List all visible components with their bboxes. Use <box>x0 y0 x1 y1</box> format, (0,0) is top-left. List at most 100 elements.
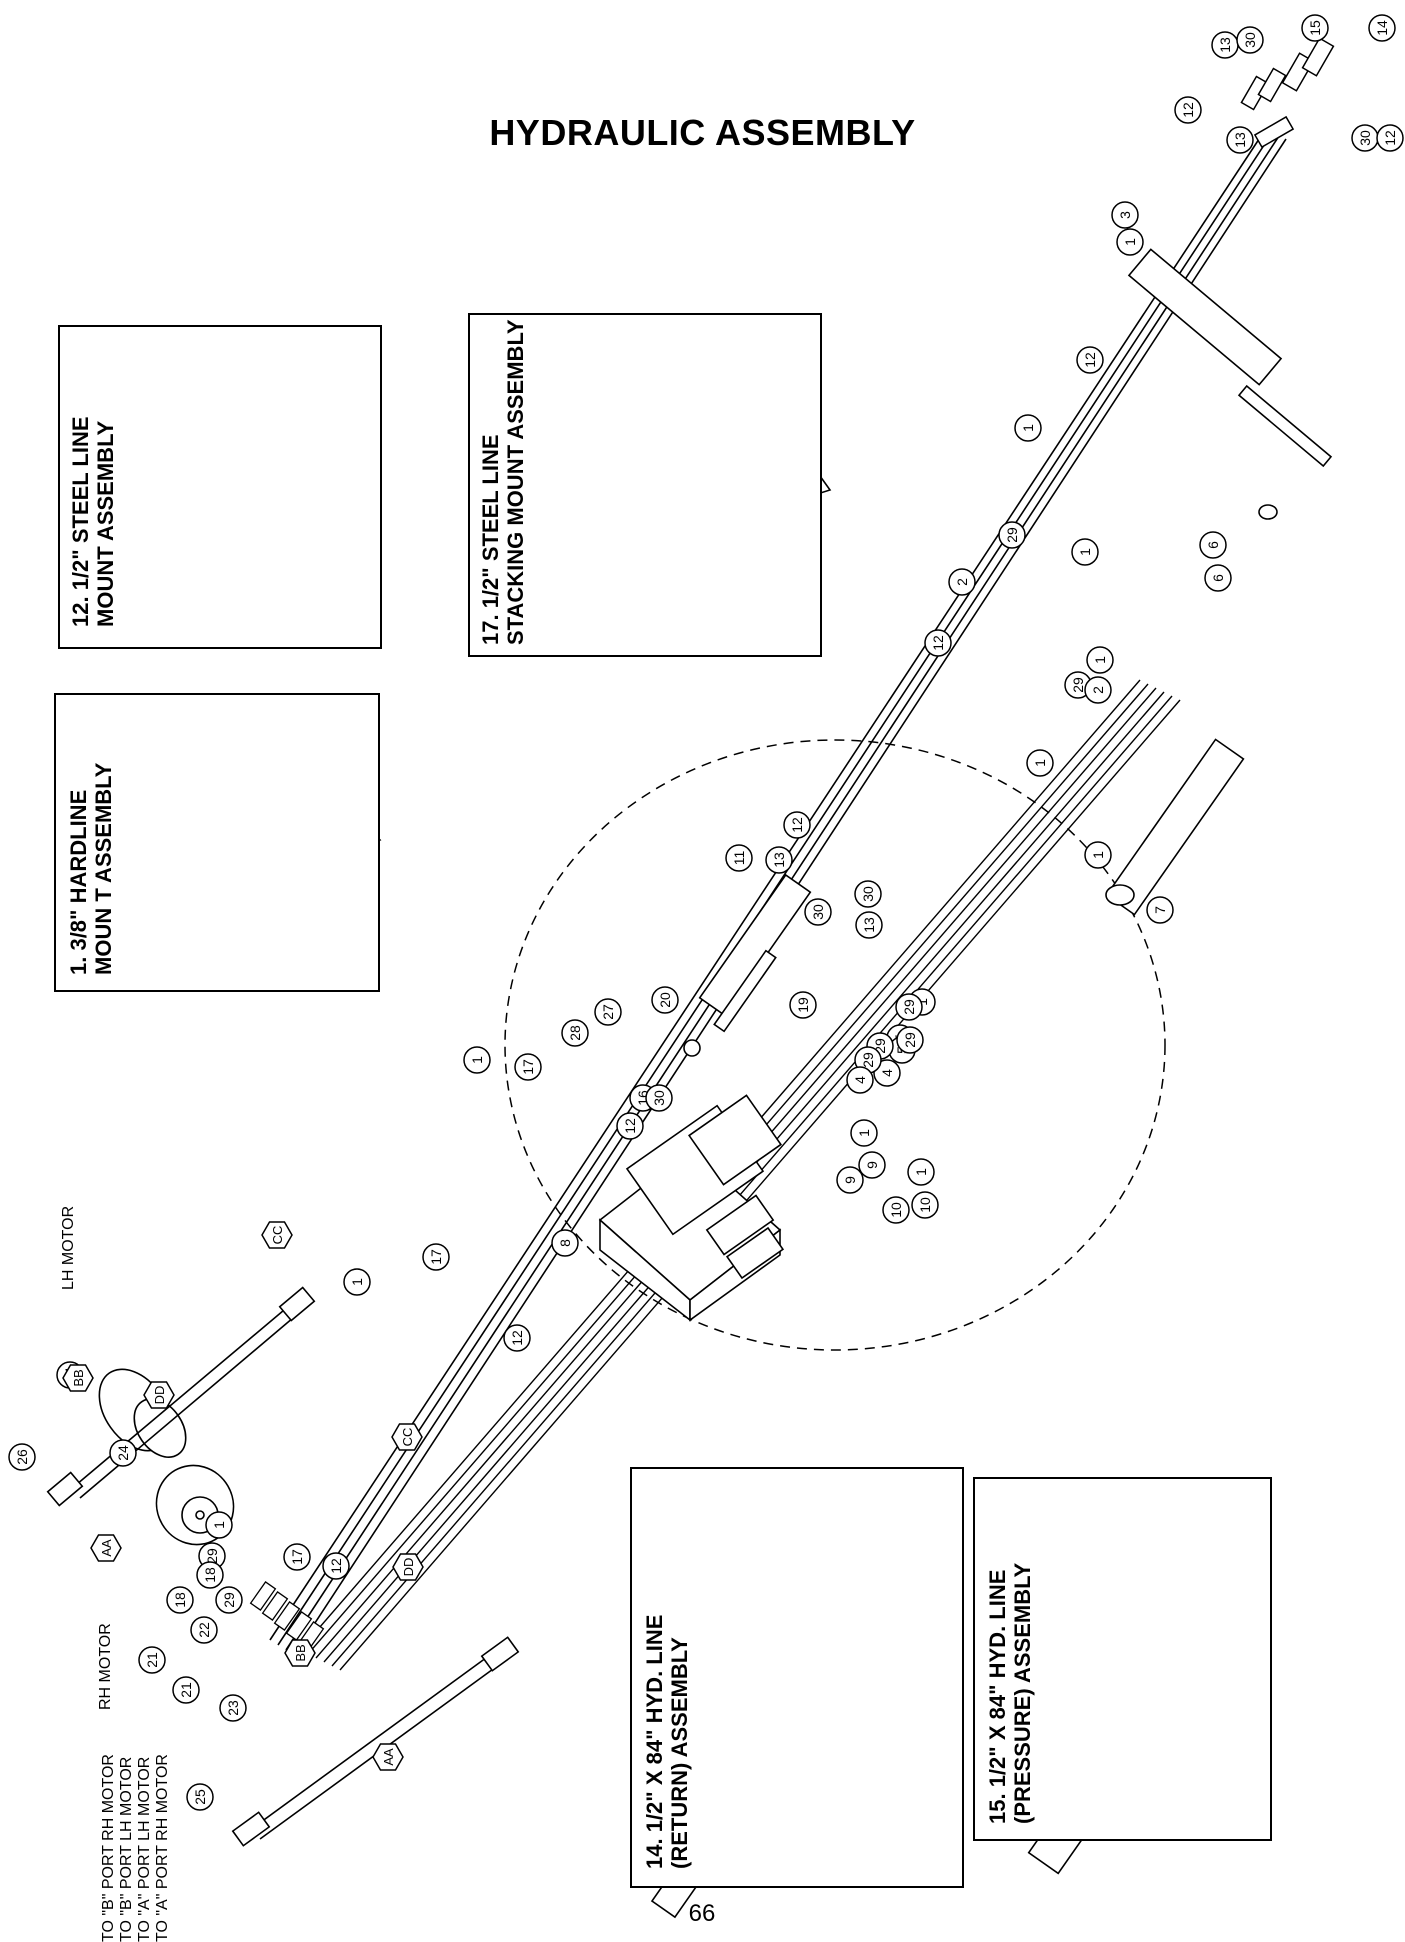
callout-circle <box>854 880 882 908</box>
callout-circle <box>343 1268 371 1296</box>
inset-hardline-mount-title: 1. 3/8" HARDLINE MOUN T ASSEMBLY <box>66 763 116 975</box>
part-callout: 22 <box>190 1616 218 1644</box>
callout-circle <box>789 991 817 1019</box>
hex-label: CC <box>400 1428 415 1447</box>
part-callout: 12 <box>924 629 952 657</box>
part-callout: 1 <box>907 1158 935 1186</box>
callout-number: 14 <box>1374 20 1390 36</box>
lh-motor-hoses <box>46 1286 316 1507</box>
bottom-fittings <box>249 1581 325 1651</box>
part-callout: 4 <box>846 1066 874 1094</box>
callout-circle <box>166 1586 194 1614</box>
callout-number: 13 <box>1217 37 1233 53</box>
part-callout: 17 <box>283 1543 311 1571</box>
callout-circle <box>1146 896 1174 924</box>
callout-number: 20 <box>657 992 673 1008</box>
port-label-b-rh: TO "B" PORT RH MOTOR <box>100 1754 117 1942</box>
part-callout: 23 <box>219 1694 247 1722</box>
callout-number: 12 <box>1382 130 1398 146</box>
callout-number: 30 <box>1242 32 1258 48</box>
part-callout: 21 <box>172 1676 200 1704</box>
callout-circle <box>998 521 1026 549</box>
callout-number: 29 <box>221 1592 237 1608</box>
inset-line-1: 1. 3/8" HARDLINE <box>66 789 91 975</box>
part-callout: 7 <box>1146 896 1174 924</box>
part-callout: 11 <box>725 844 753 872</box>
callout-number: 1 <box>1092 656 1108 664</box>
inset-line-2: (RETURN) ASSEMBLY <box>667 1637 692 1869</box>
callout-number: 1 <box>856 1129 872 1137</box>
part-callout: 25 <box>186 1783 214 1811</box>
callout-circle <box>283 1543 311 1571</box>
callout-number: 24 <box>115 1445 131 1461</box>
callout-circle <box>1174 96 1202 124</box>
hex-label: AA <box>99 1539 114 1557</box>
inset-hardline-mount: 1. 3/8" HARDLINE MOUN T ASSEMBLY <box>54 693 380 992</box>
inset-line-1: 15. 1/2" X 84" HYD. LINE <box>985 1569 1010 1824</box>
callout-circle <box>1076 346 1104 374</box>
part-callout: 20 <box>651 986 679 1014</box>
callout-number: 1 <box>914 998 930 1006</box>
page-title: HYDRAULIC ASSEMBLY <box>489 112 916 153</box>
part-callout: 1 <box>463 1046 491 1074</box>
part-callout: 2 <box>1084 676 1112 704</box>
callout-number: 19 <box>795 997 811 1013</box>
part-callout: 19 <box>789 991 817 1019</box>
callout-circle <box>783 811 811 839</box>
lh-motor-label: LH MOTOR <box>60 1205 77 1290</box>
hex-shape <box>143 1381 175 1409</box>
part-callout: 1 <box>343 1268 371 1296</box>
callout-number: 13 <box>771 852 787 868</box>
callout-number: 29 <box>1004 527 1020 543</box>
part-callout: 12 <box>616 1112 644 1140</box>
callout-number: 17 <box>289 1549 305 1565</box>
hex-shape <box>392 1553 424 1581</box>
callout-circle <box>1301 14 1329 42</box>
part-callout: 1 <box>1014 414 1042 442</box>
cylinder-11 <box>683 873 812 1057</box>
callout-number: 17 <box>428 1249 444 1265</box>
part-callout: 1 <box>1071 538 1099 566</box>
callout-number: 12 <box>789 817 805 833</box>
callout-circle <box>616 1112 644 1140</box>
inset-line-1: 12. 1/2" STEEL LINE <box>68 416 93 627</box>
port-label-a-rh: TO "A" PORT RH MOTOR <box>154 1754 171 1942</box>
part-callout: 1 <box>1026 749 1054 777</box>
callout-circle <box>551 1229 579 1257</box>
part-callout: 10 <box>911 1191 939 1219</box>
callout-number: 1 <box>1090 851 1106 859</box>
callout-circle <box>1084 676 1112 704</box>
callout-number: 12 <box>509 1330 525 1346</box>
callout-circle <box>850 1119 878 1147</box>
part-callout: 13 <box>855 911 883 939</box>
callout-number: 1 <box>349 1278 365 1286</box>
callout-circle <box>1026 749 1054 777</box>
callout-number: 1 <box>1077 548 1093 556</box>
part-callout: 27 <box>594 998 622 1026</box>
part-callout: 30 <box>854 880 882 908</box>
callout-circle <box>907 1158 935 1186</box>
part-callout: 13 <box>1211 31 1239 59</box>
part-callout: 6 <box>1199 531 1227 559</box>
callout-circle <box>1116 228 1144 256</box>
hose-end-callout: AA <box>372 1743 404 1771</box>
part-callout: 26 <box>8 1443 36 1471</box>
callout-number: 12 <box>622 1118 638 1134</box>
callout-number: 4 <box>852 1076 868 1084</box>
part-callout: 1 <box>205 1511 233 1539</box>
part-callout: 10 <box>882 1196 910 1224</box>
part-callout: 18 <box>196 1561 224 1589</box>
hex-label: BB <box>293 1644 308 1661</box>
callout-circle <box>911 1191 939 1219</box>
callout-circle <box>219 1694 247 1722</box>
callout-number: 1 <box>913 1168 929 1176</box>
callout-number: 12 <box>1082 352 1098 368</box>
part-callout: 12 <box>322 1552 350 1580</box>
callout-circle <box>561 1019 589 1047</box>
callout-circle <box>645 1084 673 1112</box>
part-callout: 24 <box>109 1439 137 1467</box>
part-callout: 30 <box>645 1084 673 1112</box>
hex-label: AA <box>381 1748 396 1766</box>
callout-number: 1 <box>1032 759 1048 767</box>
part-callout: 30 <box>1351 124 1379 152</box>
